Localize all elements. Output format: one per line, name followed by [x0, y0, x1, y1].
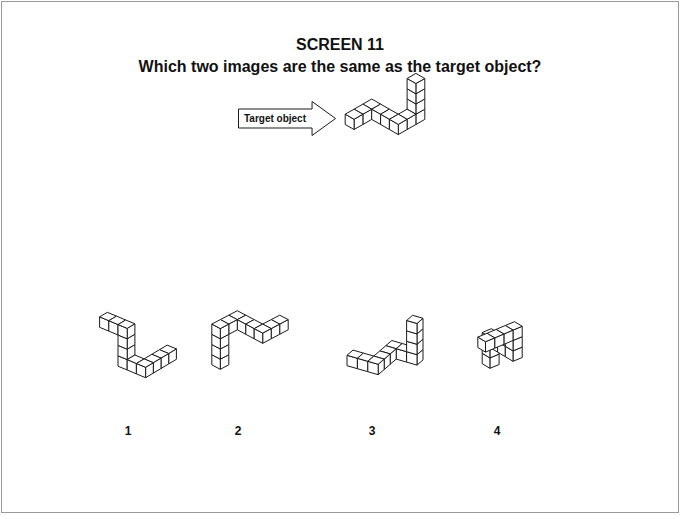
- option-number: 2: [235, 424, 242, 438]
- target-arrow: Target object: [238, 101, 336, 136]
- option-number: 4: [494, 424, 501, 438]
- target-figure: [345, 73, 425, 134]
- cube-face: [254, 324, 271, 333]
- cube-face: [478, 333, 495, 341]
- cube-face: [118, 320, 135, 328]
- cube-face: [407, 315, 423, 323]
- option-figure-2: [212, 311, 288, 370]
- option-number: 1: [125, 424, 132, 438]
- option-figure-1: [100, 312, 177, 377]
- screen-title: SCREEN 11: [296, 36, 384, 54]
- cube-face: [389, 114, 407, 124]
- cube-face: [212, 320, 229, 329]
- cube-face: [345, 109, 363, 119]
- cube-face: [136, 359, 153, 367]
- option-figure-4: [478, 322, 522, 369]
- arrow-shape: [238, 101, 335, 135]
- option-number: 3: [369, 424, 376, 438]
- cube-face: [368, 356, 384, 364]
- option-figure-3: [347, 315, 423, 374]
- arrow-label: Target object: [238, 113, 336, 124]
- question-text: Which two images are the same as the tar…: [139, 58, 542, 76]
